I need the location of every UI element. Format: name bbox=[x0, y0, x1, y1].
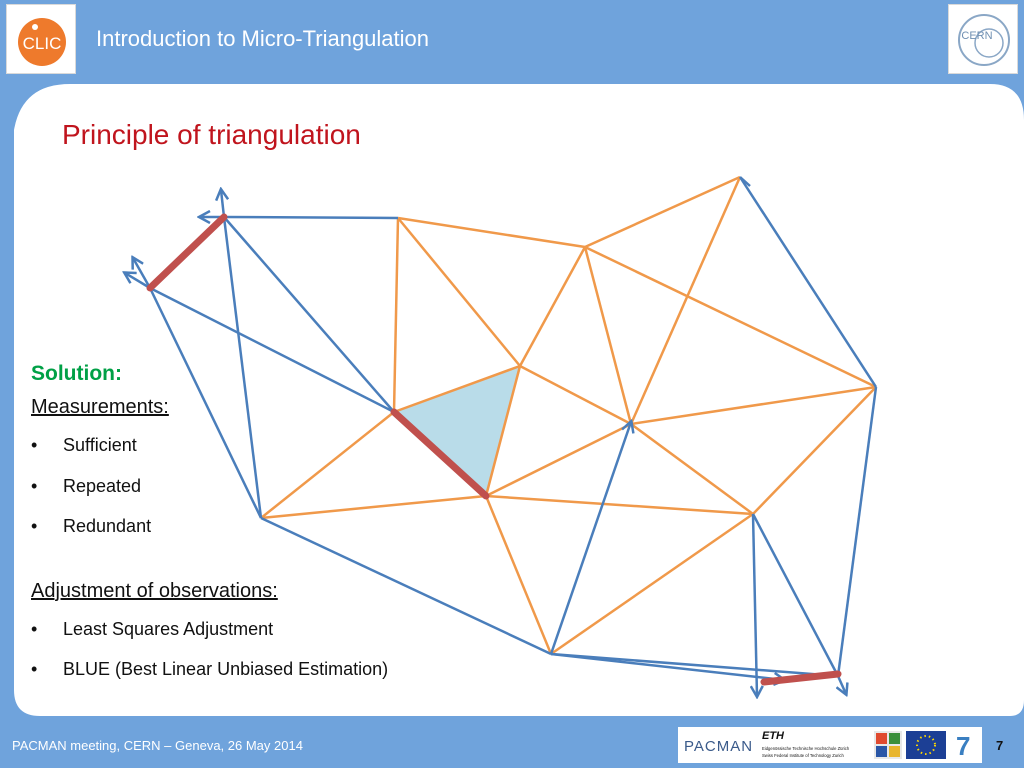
highlighted-triangle bbox=[396, 366, 520, 496]
eth-caption-2: Swiss Federal Institute of Technology Zu… bbox=[762, 753, 845, 758]
partner-logos: PACMAN ETH Eidgenössische Technische Hoc… bbox=[678, 727, 980, 763]
footer-text: PACMAN meeting, CERN – Geneva, 26 May 20… bbox=[12, 738, 303, 753]
adjustment-heading: Adjustment of observations: bbox=[31, 580, 278, 602]
cern-logo: CERN bbox=[948, 4, 1018, 74]
partner-logo-colorful bbox=[874, 731, 902, 759]
adjustment-bullet: •BLUE (Best Linear Unbiased Estimation) bbox=[31, 659, 389, 679]
measurement-bullet: •Redundant bbox=[31, 516, 152, 536]
page-number: 7 bbox=[996, 738, 1004, 753]
slide-title: Principle of triangulation bbox=[62, 119, 361, 150]
eu-flag-icon bbox=[906, 731, 946, 759]
cern-logo-text: CERN bbox=[961, 30, 992, 42]
measurements-heading: Measurements: bbox=[31, 396, 169, 418]
adjustment-bullet: •Least Squares Adjustment bbox=[31, 619, 274, 639]
eth-logo-text: ETH bbox=[762, 730, 785, 742]
pacman-logo: PACMAN bbox=[678, 727, 758, 763]
header-title: Introduction to Micro-Triangulation bbox=[96, 26, 430, 51]
measurement-bullet: •Sufficient bbox=[31, 435, 137, 455]
fp7-logo: 7 bbox=[950, 729, 980, 761]
eth-caption-1: Eidgenössische Technische Hochschule Zür… bbox=[762, 746, 850, 751]
red-baselines bbox=[146, 213, 842, 686]
blue-arrows bbox=[125, 176, 846, 696]
pacman-logo-text: PACMAN bbox=[684, 738, 753, 755]
cern-logo-icon: CERN bbox=[958, 14, 1010, 66]
orange-edges bbox=[260, 175, 877, 656]
eth-logo: ETH Eidgenössische Technische Hochschule… bbox=[758, 727, 870, 763]
blue-edges bbox=[148, 176, 878, 678]
solution-heading: Solution: bbox=[31, 362, 122, 385]
fp7-logo-text: 7 bbox=[956, 731, 970, 761]
clic-logo: CLIC bbox=[6, 4, 76, 74]
measurement-bullet: •Repeated bbox=[31, 476, 142, 496]
clic-logo-text: CLIC bbox=[23, 34, 62, 53]
clic-logo-icon: CLIC bbox=[18, 18, 66, 66]
header-bar: CLIC Introduction to Micro-Triangulation… bbox=[0, 0, 1024, 80]
footer-logos: PACMAN ETH Eidgenössische Technische Hoc… bbox=[678, 727, 982, 763]
